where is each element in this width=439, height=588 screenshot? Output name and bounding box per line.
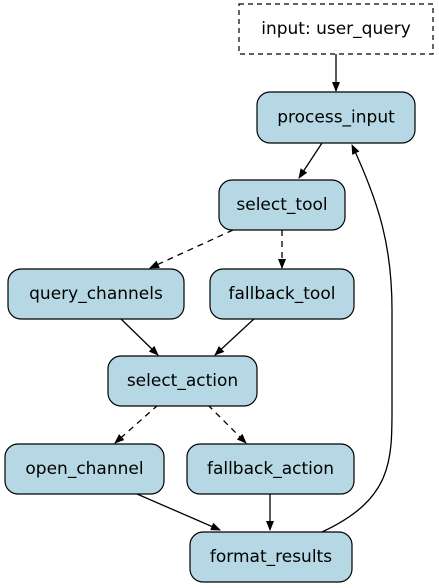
node-fallback-tool: fallback_tool bbox=[209, 268, 355, 320]
node-format-results: format_results bbox=[189, 531, 353, 583]
node-query-channels-label: query_channels bbox=[29, 284, 163, 304]
node-fallback-tool-label: fallback_tool bbox=[229, 284, 336, 304]
node-process-input: process_input bbox=[256, 91, 416, 144]
edge-open-channel-to-format-results bbox=[136, 493, 221, 531]
edge-fallback-tool-to-select-action bbox=[214, 317, 256, 356]
input-node-label: input: user_query bbox=[261, 19, 411, 39]
node-open-channel-label: open_channel bbox=[25, 459, 143, 479]
node-fallback-action-label: fallback_action bbox=[207, 459, 334, 479]
node-open-channel: open_channel bbox=[4, 443, 165, 495]
node-select-tool-label: select_tool bbox=[236, 195, 327, 215]
input-node: input: user_query bbox=[238, 3, 434, 55]
edge-select-tool-to-query-channels bbox=[149, 229, 234, 269]
edge-process-input-to-select-tool bbox=[298, 142, 323, 179]
node-process-input-label: process_input bbox=[277, 108, 395, 128]
node-query-channels: query_channels bbox=[7, 268, 185, 320]
node-select-action-label: select_action bbox=[127, 371, 238, 391]
edge-select-action-to-fallback-action bbox=[207, 404, 247, 444]
edge-query-channels-to-select-action bbox=[119, 317, 159, 356]
node-select-action: select_action bbox=[107, 355, 258, 407]
edge-format-results-to-process-input bbox=[321, 144, 393, 533]
node-format-results-label: format_results bbox=[210, 547, 332, 567]
node-fallback-action: fallback_action bbox=[186, 443, 355, 495]
node-select-tool: select_tool bbox=[218, 179, 346, 231]
edge-select-action-to-open-channel bbox=[114, 404, 159, 444]
